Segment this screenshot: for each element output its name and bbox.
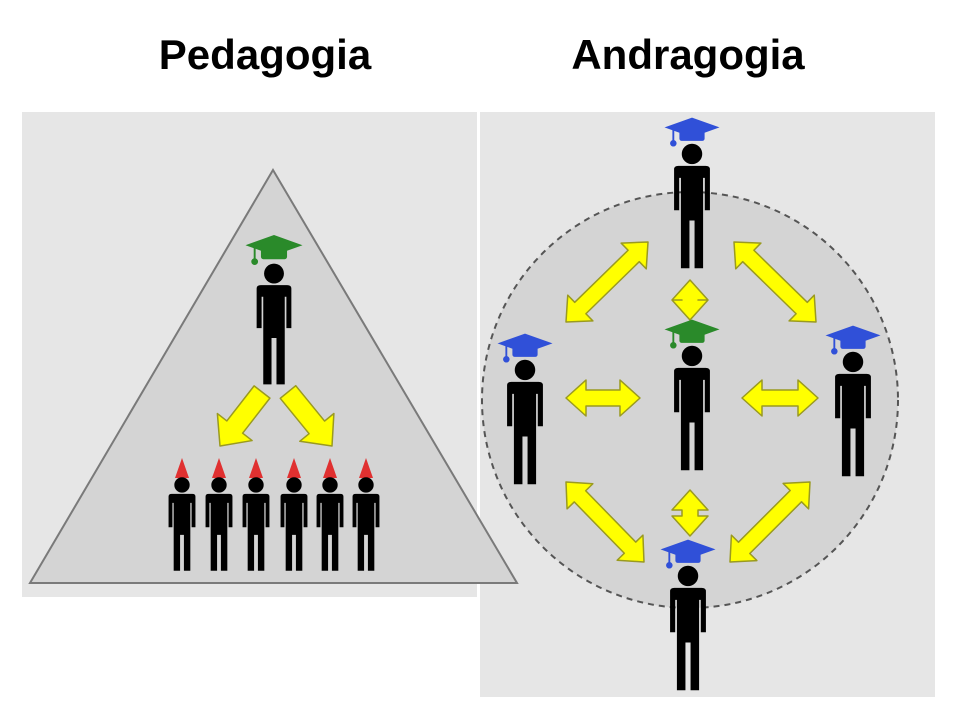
arrow-down-right-icon xyxy=(279,384,335,447)
arrow-bottomright-icon xyxy=(729,481,811,563)
arrow-topleft-icon xyxy=(565,241,649,323)
arrow-right-center-icon xyxy=(741,379,819,417)
pedagogia-triangle xyxy=(28,168,519,584)
student-cap-icon xyxy=(287,458,301,478)
student-cap-icon xyxy=(249,458,263,478)
student-cap-icon xyxy=(175,458,189,478)
student-cap-icon xyxy=(359,458,373,478)
student-cap-icon xyxy=(323,458,337,478)
arrow-top-center-icon xyxy=(671,279,709,321)
arrow-bottomleft-icon xyxy=(565,481,645,563)
arrow-down-left-icon xyxy=(216,385,271,447)
arrow-topright-icon xyxy=(733,241,817,323)
arrow-left-center-icon xyxy=(565,379,641,417)
pedagogia-title: Pedagogia xyxy=(158,31,372,78)
arrow-bottom-center-icon xyxy=(671,489,709,537)
andragogia-title: Andragogia xyxy=(571,31,805,78)
student-cap-icon xyxy=(212,458,226,478)
